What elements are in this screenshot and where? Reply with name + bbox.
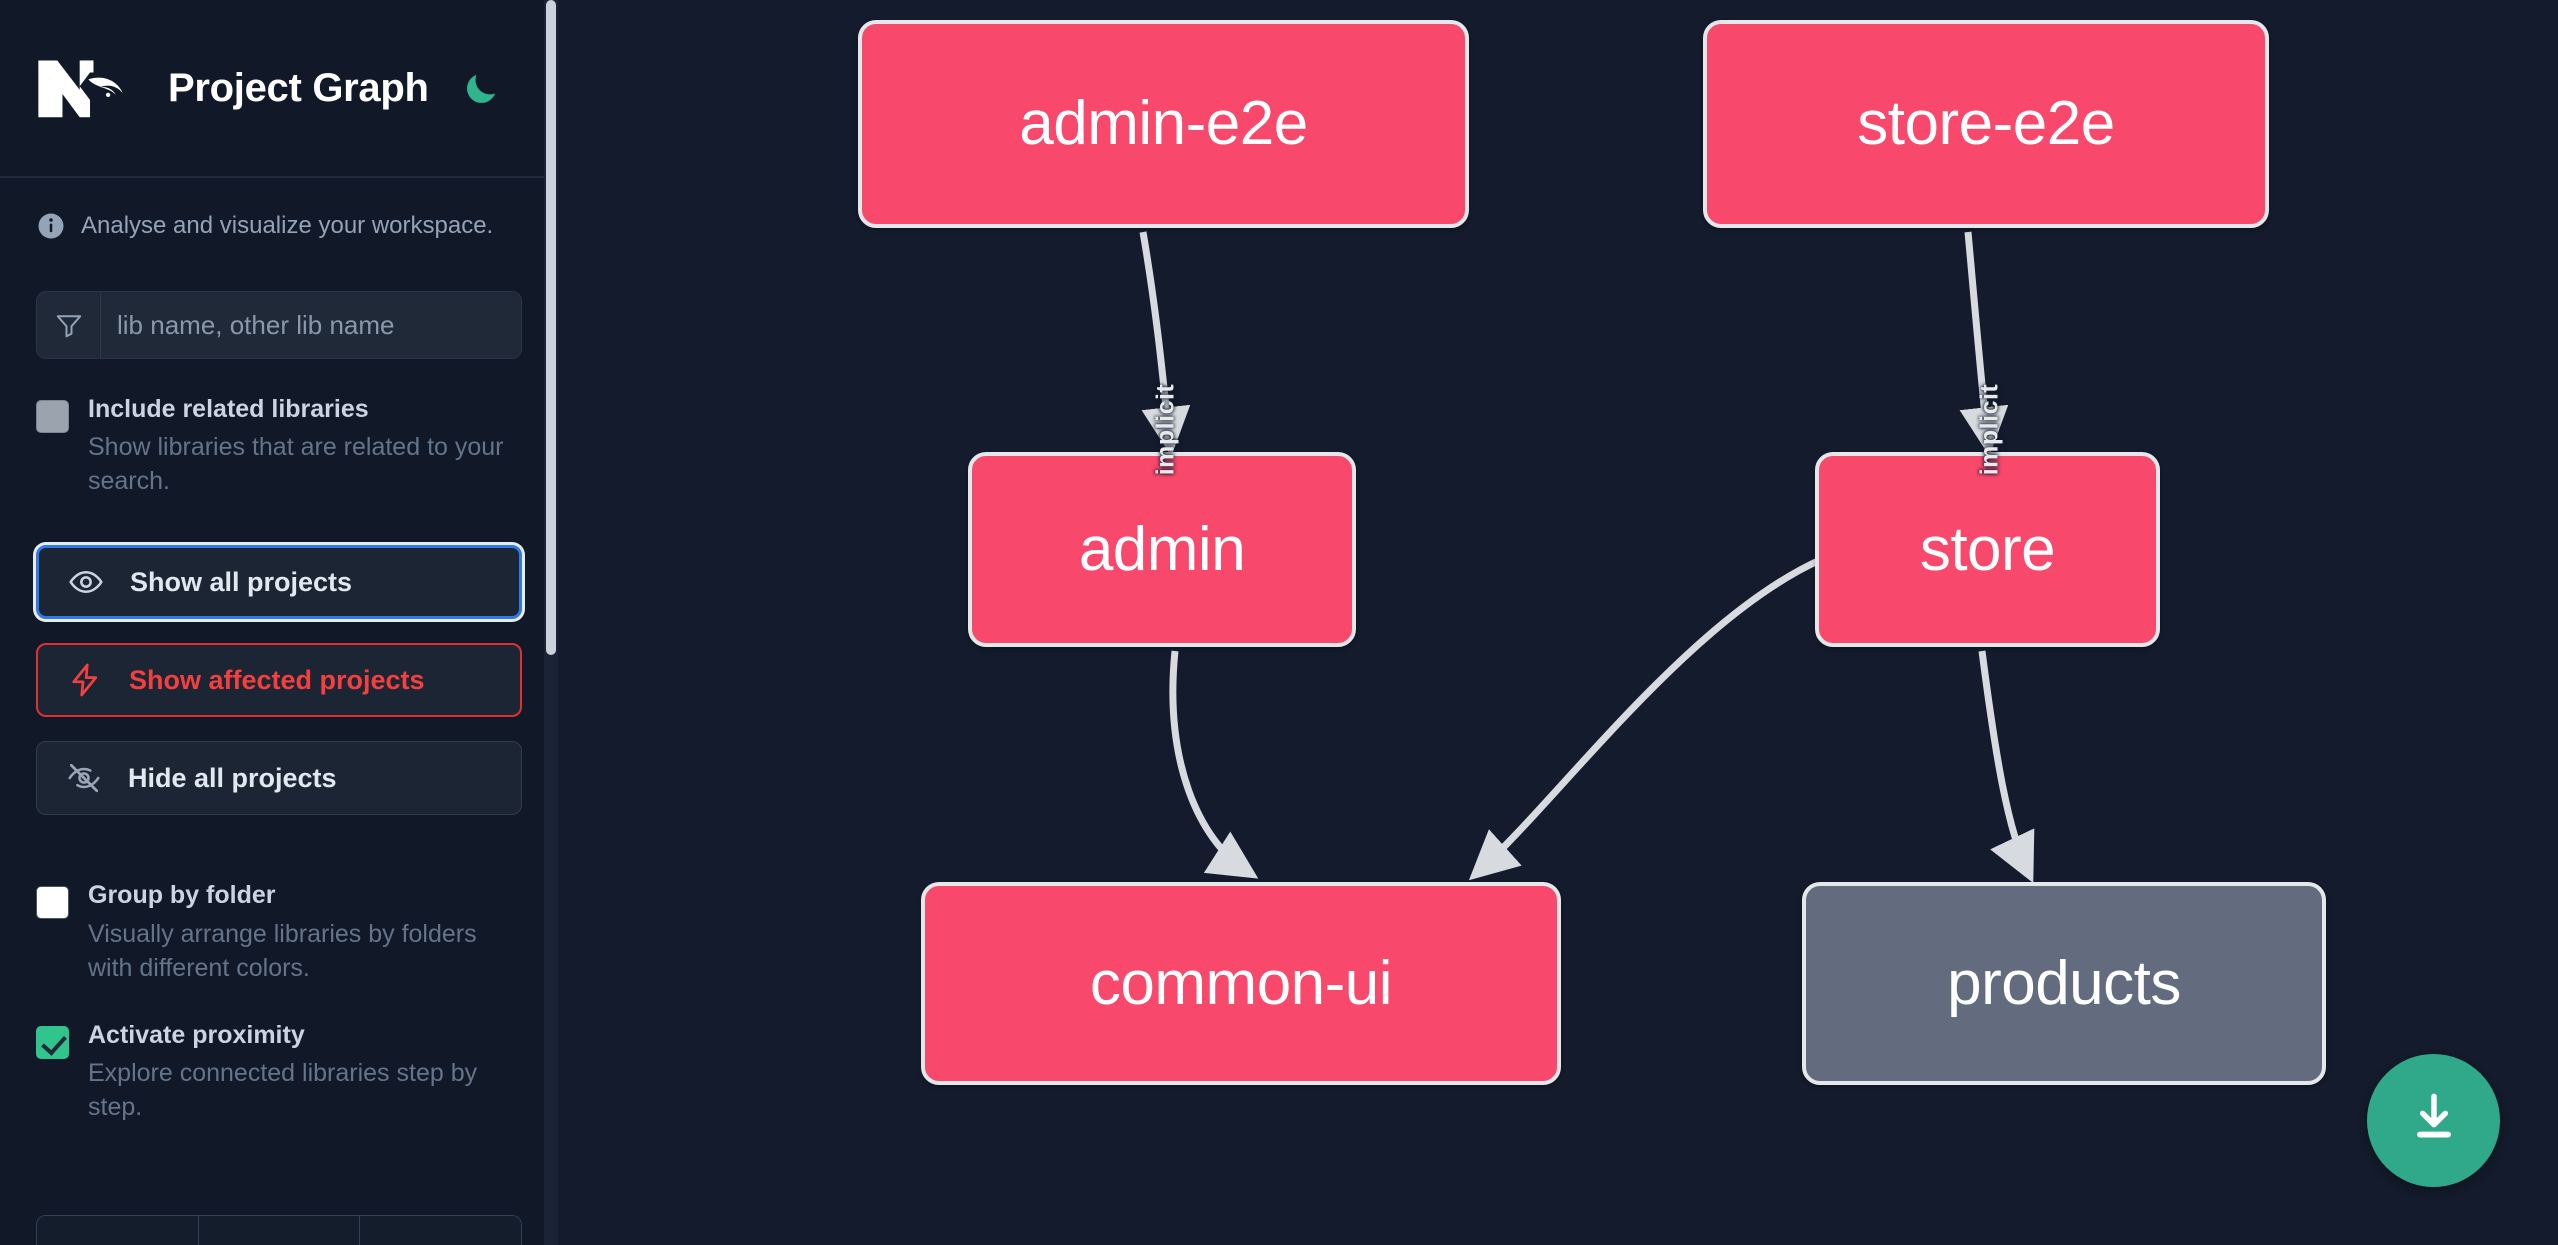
eye-off-icon — [65, 759, 103, 797]
activate-proximity-label: Activate proximity — [88, 1020, 305, 1049]
sidebar: Project Graph Analyse and visualize your… — [0, 0, 558, 1245]
activate-proximity-checkbox[interactable] — [36, 1025, 69, 1059]
graph-edges — [1139, 231, 2035, 884]
search-bar[interactable] — [36, 291, 522, 359]
graph-canvas[interactable]: admin-e2e store-e2e admin store common-u… — [558, 0, 2558, 1245]
sidebar-tagline-text: Analyse and visualize your workspace. — [81, 211, 494, 239]
edge-store-common-ui — [1468, 556, 1822, 881]
graph-node-admin-e2e[interactable]: admin-e2e — [858, 20, 1469, 228]
proximity-decrease-button[interactable] — [37, 1216, 199, 1245]
group-by-folder-checkbox[interactable] — [36, 886, 69, 920]
page-title: Project Graph — [168, 65, 429, 110]
checkbox-row-activate-proximity[interactable]: Activate proximity Explore connected lib… — [0, 1020, 558, 1124]
checkbox-row-include-related-libraries[interactable]: Include related libraries Show libraries… — [0, 394, 558, 498]
hide-all-projects-label: Hide all projects — [128, 762, 337, 793]
edge-admin-common-ui — [1169, 650, 1259, 879]
include-related-libraries-checkbox[interactable] — [36, 400, 69, 433]
filter-icon — [37, 292, 101, 358]
group-by-folder-label: Group by folder — [88, 881, 276, 910]
lightning-icon — [66, 661, 104, 699]
include-related-libraries-label: Include related libraries — [88, 395, 369, 423]
edge-admin-e2e-admin — [1139, 231, 1191, 457]
sidebar-scrollbar[interactable] — [544, 0, 558, 1245]
info-circle-icon — [36, 211, 66, 241]
graph-node-store-e2e[interactable]: store-e2e — [1703, 20, 2269, 228]
moon-icon[interactable] — [459, 66, 503, 110]
edge-label-store-e2e-store: implicit — [1975, 383, 2004, 476]
sidebar-tagline: Analyse and visualize your workspace. — [0, 178, 558, 241]
proximity-increase-button[interactable] — [360, 1216, 521, 1245]
show-affected-projects-button[interactable]: Show affected projects — [36, 643, 522, 718]
show-all-projects-button[interactable]: Show all projects — [36, 545, 522, 620]
show-all-projects-label: Show all projects — [130, 566, 353, 597]
graph-node-products[interactable]: products — [1802, 882, 2326, 1085]
graph-node-store[interactable]: store — [1815, 452, 2160, 647]
hide-all-projects-button[interactable]: Hide all projects — [36, 741, 522, 816]
graph-node-common-ui[interactable]: common-ui — [921, 882, 1561, 1085]
include-related-libraries-description: Show libraries that are related to your … — [88, 433, 504, 496]
spacer — [0, 815, 558, 845]
graph-node-admin[interactable]: admin — [968, 452, 1356, 647]
download-icon — [2403, 1087, 2465, 1154]
show-affected-projects-label: Show affected projects — [129, 664, 425, 695]
nx-logo-icon — [36, 57, 132, 119]
sidebar-header: Project Graph — [0, 0, 558, 178]
edge-store-products — [1978, 650, 2035, 884]
group-by-folder-description: Visually arrange libraries by folders wi… — [88, 919, 477, 982]
edge-store-e2e-store — [1959, 231, 2009, 457]
sidebar-scrollbar-thumb[interactable] — [546, 0, 556, 655]
proximity-stepper-control[interactable] — [36, 1215, 522, 1245]
proximity-value — [198, 1216, 361, 1245]
eye-icon — [67, 563, 105, 601]
checkbox-row-group-by-folder[interactable]: Group by folder Visually arrange librari… — [0, 880, 558, 984]
download-image-button[interactable] — [2367, 1054, 2500, 1187]
activate-proximity-description: Explore connected libraries step by step… — [88, 1058, 478, 1121]
edge-label-admin-e2e-admin: implicit — [1151, 383, 1180, 476]
search-input[interactable] — [101, 292, 521, 358]
